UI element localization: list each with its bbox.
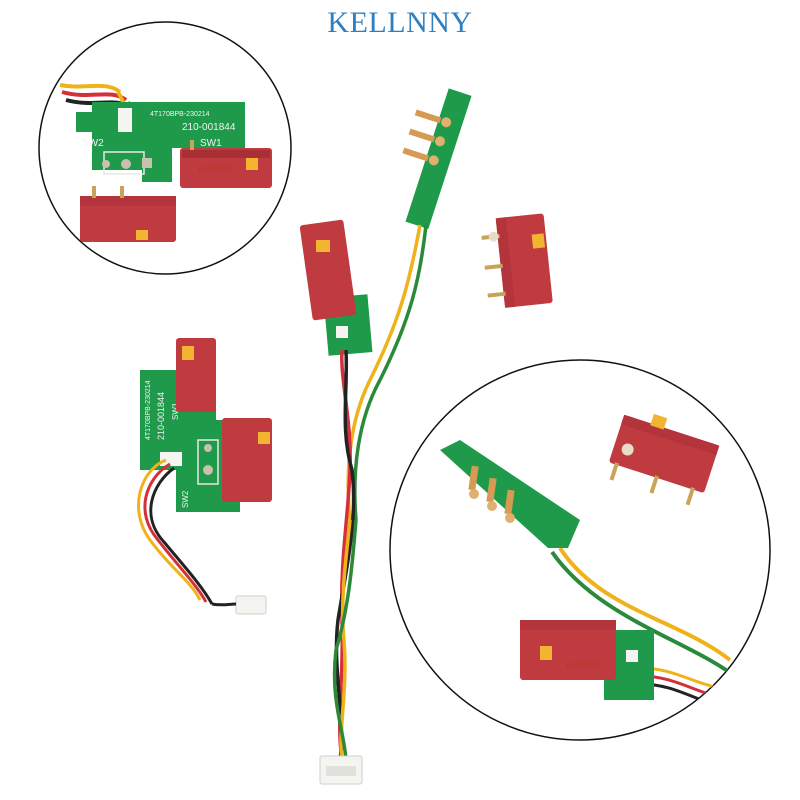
small-pcb-with-switch: HUANO [520,620,654,700]
middle-pcb-with-switch [299,219,373,356]
brand-title: KELLNNY [327,6,473,39]
microswitch-left [80,186,176,242]
switch-brand-label-2: HUANO [566,660,599,670]
side-pcb-board [440,440,580,548]
pcb-board: 4T170BPB-230214 210-001844 SW2 SW1 1 [76,102,245,182]
top-angled-pcb [402,88,472,229]
pcb-small-code: 4T170BPB-230214 [150,111,210,118]
pcb-sw2-label: SW2 [82,138,104,149]
zoom-circle-top-left: 4T170BPB-230214 210-001844 SW2 SW1 1 HUA… [38,21,292,275]
left-pcb-small-code: 4T170BPB-230214 [145,380,152,440]
zoom-circle-bottom-right: HUANO [389,359,771,741]
left-pcb-part-number: 210-001844 [156,392,166,440]
left-pcb-sw1-label: SW1 [171,402,180,420]
microswitch-standalone [481,213,553,308]
pcb-part-number: 210-001844 [182,122,236,133]
microswitch-right: HUANO [180,140,272,188]
microswitch-loose [609,413,720,506]
left-pcb-sw2-label: SW2 [181,490,190,508]
switch-brand-label: HUANO [198,164,231,174]
pcb-sw1-label: SW1 [200,138,222,149]
center-cable-assembly [299,88,472,785]
left-pcb-assembly: 4T170BPB-230214 210-001844 SW1 SW2 [137,338,272,615]
cable-connector [319,755,363,785]
